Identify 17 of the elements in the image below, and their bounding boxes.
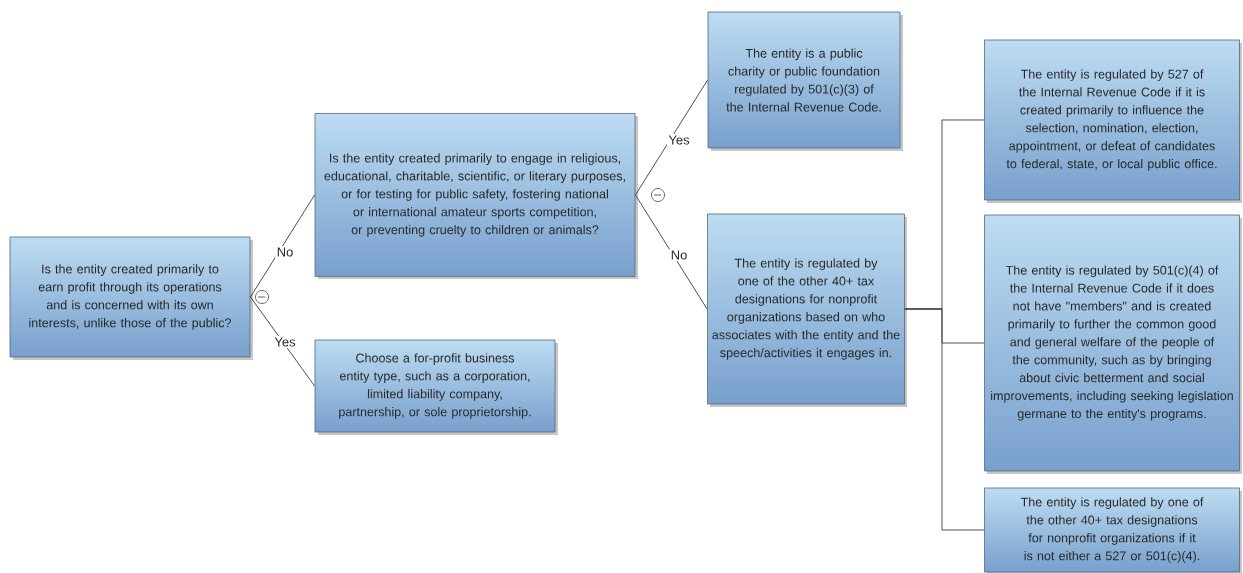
answer-box: The entity is regulated by 501(c)(4) of the Internal Revenue Code if it does not have "members" and is created primarily to further the common good and general welfare of the people of the community, such as by bringing about civic betterment and social improvements, including seeking legislation germane to the entity's programs. (984, 214, 1240, 472)
answer-box: Is the entity created primarily to engage in religious, educational, charitable, scientific, or literary purposes, or for testing for public safety, fostering national or international amateur sports competition, or preventing cruelty to children or animals? (314, 113, 636, 277)
answer-box: The entity is regulated by 527 of the Internal Revenue Code if it is created primarily to influence the selection, nomination, election, appointment, or defeat of candidates to federal, state, or local public office. (984, 39, 1240, 201)
edge-label: No (671, 250, 687, 260)
answer-box: Choose a for-profit business entity type, such as a corporation, limited liability company, partnership, or sole proprietorship. (314, 339, 556, 433)
answer-box: Is the entity created primarily to earn profit through its operations and is concerned with its own interests, unlike those of the public? (9, 236, 251, 358)
connector-line (249, 296, 316, 387)
edge-label: Yes (274, 337, 296, 347)
edge-label: No (277, 247, 293, 257)
connector-line (249, 194, 316, 298)
answer-box: The entity is a public charity or public foundation regulated by 501(c)(3) of the Internal Revenue Code. (707, 11, 901, 149)
edge-label: Yes (668, 135, 690, 145)
answer-box: The entity is regulated by one of the other 40+ tax designations for nonprofit organizations based on who associates with the entity and the speech/activities it engages in. (707, 213, 905, 405)
answer-box: The entity is regulated by one of the other 40+ tax designations for nonprofit organizations if it is not either a 527 or 501(c)(4). (984, 487, 1240, 573)
connector-line (634, 79, 709, 196)
connector-line (904, 308, 985, 531)
connector-line (634, 194, 708, 310)
